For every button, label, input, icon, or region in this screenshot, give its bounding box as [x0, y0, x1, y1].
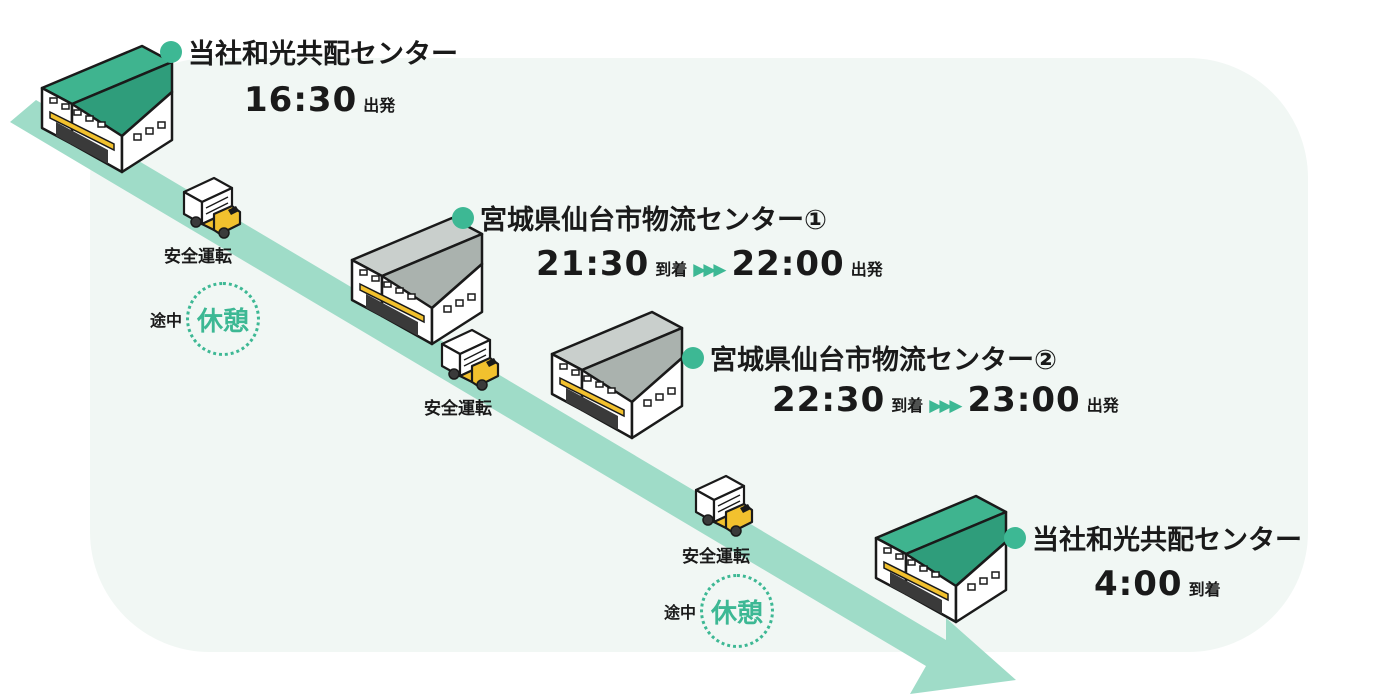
driving-label-3: 安全運転 [682, 547, 750, 567]
marker-dot-icon [452, 206, 474, 229]
warehouse-icon [874, 494, 1008, 624]
marker-dot-icon [160, 40, 182, 63]
arrows-icon: ▶▶▶ [693, 260, 726, 280]
route-arrow-icon [10, 100, 1016, 694]
driving-label-1: 安全運転 [164, 247, 232, 267]
stop-2-times: 21:30 到着 ▶▶▶ 22:00 出発 [536, 244, 883, 284]
marker-dot-icon [682, 346, 704, 369]
rest-badge: 休憩 [186, 282, 261, 356]
arrows-icon: ▶▶▶ [929, 396, 962, 416]
stop-1-time: 16:30 出発 [244, 80, 396, 120]
stop-3-name: 宮城県仙台市物流センター② [682, 338, 1057, 377]
marker-dot-icon [1004, 526, 1026, 549]
warehouse-icon [40, 44, 174, 174]
stop-2-name: 宮城県仙台市物流センター① [452, 198, 827, 237]
rest-break-1: 途中 休憩 [150, 282, 261, 356]
stop-4-name: 当社和光共配センター [1004, 518, 1302, 557]
stop-3-times: 22:30 到着 ▶▶▶ 23:00 出発 [772, 380, 1119, 420]
stop-4-time: 4:00 到着 [1094, 564, 1221, 604]
rest-badge: 休憩 [700, 574, 775, 648]
rest-break-2: 途中 休憩 [664, 574, 775, 648]
stop-1-name: 当社和光共配センター [160, 32, 458, 71]
driving-label-2: 安全運転 [424, 399, 492, 419]
